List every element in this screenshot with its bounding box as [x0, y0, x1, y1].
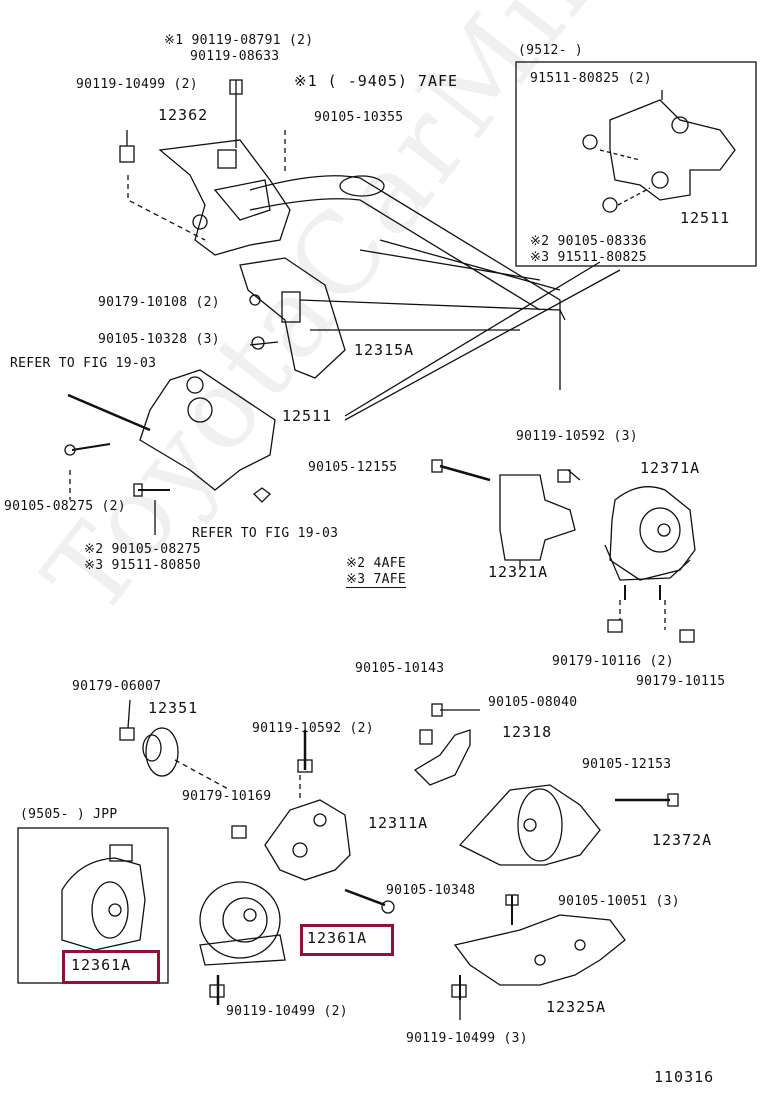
label-16: 90105-12155 [308, 460, 398, 475]
label-5: 12362 [158, 106, 209, 124]
label-33: 90119-10592 (2) [252, 721, 374, 736]
label-7: 90179-10108 (2) [98, 295, 220, 310]
label-9: 12315A [354, 341, 415, 359]
label-17: 90119-10592 (3) [516, 429, 638, 444]
label-37: 90105-12153 [582, 757, 672, 772]
highlight-box-12361a-main[interactable]: 12361A [300, 924, 394, 956]
label-28: ※3 91511-80825 [530, 250, 647, 265]
label-42[interactable]: 12361A [307, 929, 368, 947]
label-44: 12325A [546, 998, 607, 1016]
label-6: 90105-10355 [314, 110, 404, 125]
label-40: 90105-10348 [386, 883, 476, 898]
label-11: 12511 [282, 407, 333, 425]
label-25: 91511-80825 (2) [530, 71, 652, 86]
label-26: 12511 [680, 209, 731, 227]
label-1: ※1 90119-08791 (2) [164, 33, 314, 48]
label-23: 90179-10115 [636, 674, 726, 689]
label-3: ※1 ( -9405) 7AFE [294, 72, 459, 90]
label-4: 90119-10499 (2) [76, 77, 198, 92]
label-24: (9512- ) [518, 43, 584, 58]
label-35: 90179-10169 [182, 789, 272, 804]
inset-box-9512 [515, 61, 757, 267]
label-22: 90179-10116 (2) [552, 654, 674, 669]
label-8: 90105-10328 (3) [98, 332, 220, 347]
label-43[interactable]: 12361A [71, 956, 132, 974]
label-27: ※2 90105-08336 [530, 234, 647, 249]
label-21: ※3 7AFE [346, 572, 406, 588]
label-32: 90105-08040 [488, 695, 578, 710]
label-31: 90105-10143 [355, 661, 445, 676]
label-12: 90105-08275 (2) [4, 499, 126, 514]
label-20: ※2 4AFE [346, 556, 406, 571]
label-10: REFER TO FIG 19-03 [10, 356, 157, 371]
label-34: 12318 [502, 723, 553, 741]
label-41: 90105-10051 (3) [558, 894, 680, 909]
label-46: 90119-10499 (3) [406, 1031, 528, 1046]
highlight-box-12361a-inset[interactable]: 12361A [62, 950, 160, 984]
label-14: ※2 90105-08275 [84, 542, 201, 557]
label-39: 12372A [652, 831, 713, 849]
label-15: ※3 91511-80850 [84, 558, 201, 573]
label-30: 12351 [148, 699, 199, 717]
label-2: 90119-08633 [190, 49, 280, 64]
label-19: 12321A [488, 563, 549, 581]
label-29: 90179-06007 [72, 679, 162, 694]
figure-number: 110316 [654, 1068, 715, 1086]
label-36: 12311A [368, 814, 429, 832]
label-13: REFER TO FIG 19-03 [192, 526, 339, 541]
label-38: (9505- ) JPP [20, 807, 118, 822]
label-45: 90119-10499 (2) [226, 1004, 348, 1019]
label-18: 12371A [640, 459, 701, 477]
